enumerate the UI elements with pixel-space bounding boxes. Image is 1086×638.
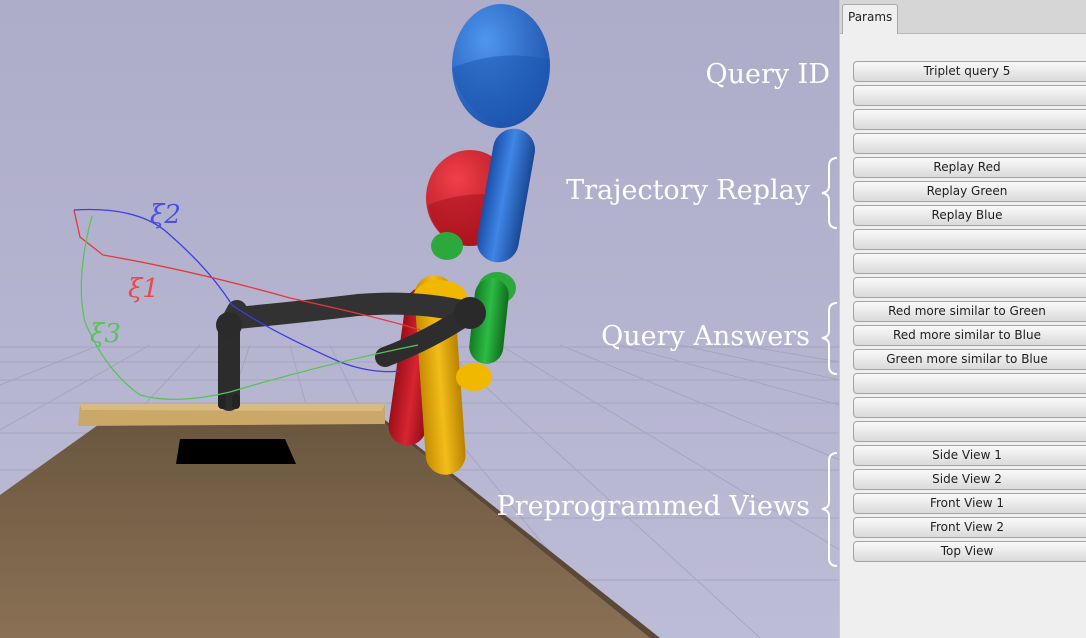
blank-button[interactable] bbox=[853, 85, 1086, 106]
front-view-2-button[interactable]: Front View 2 bbox=[853, 517, 1086, 538]
replay-red-button[interactable]: Replay Red bbox=[853, 157, 1086, 178]
human-shoulder-left bbox=[431, 232, 463, 260]
blank-button[interactable] bbox=[853, 109, 1086, 130]
human-upper-arm-right bbox=[476, 128, 535, 263]
table bbox=[0, 420, 660, 638]
blank-button[interactable] bbox=[853, 397, 1086, 418]
table-marker bbox=[176, 439, 296, 464]
side-view-2-button[interactable]: Side View 2 bbox=[853, 469, 1086, 490]
annotation-query-answers: Query Answers bbox=[601, 321, 810, 352]
tab-params[interactable]: Params bbox=[842, 4, 898, 34]
replay-blue-button[interactable]: Replay Blue bbox=[853, 205, 1086, 226]
replay-green-button[interactable]: Replay Green bbox=[853, 181, 1086, 202]
trajectory-red bbox=[73, 209, 421, 331]
green-similar-blue-button[interactable]: Green more similar to Blue bbox=[853, 349, 1086, 370]
query-id-button[interactable]: Triplet query 5 bbox=[853, 61, 1086, 82]
trajectory-label-xi-3: ξ3 bbox=[90, 319, 121, 349]
trajectory-green bbox=[80, 215, 419, 400]
front-view-1-button[interactable]: Front View 1 bbox=[853, 493, 1086, 514]
blank-button[interactable] bbox=[853, 373, 1086, 394]
trajectory-label-xi-2: ξ2 bbox=[150, 200, 181, 230]
annotation-query-id: Query ID bbox=[705, 59, 830, 90]
annotation-braces bbox=[821, 157, 838, 567]
trajectory-blue bbox=[73, 208, 401, 373]
shelf-plank bbox=[78, 404, 385, 426]
robot-arm bbox=[216, 292, 486, 411]
human-hand bbox=[456, 363, 492, 391]
blank-button[interactable] bbox=[853, 229, 1086, 250]
trajectory-label-xi-1: ξ1 bbox=[128, 274, 159, 304]
params-panel: Params Triplet query 5 Replay Red Replay… bbox=[839, 0, 1086, 638]
blank-button[interactable] bbox=[853, 277, 1086, 298]
human-forearm-green bbox=[469, 278, 509, 364]
top-view-button[interactable]: Top View bbox=[853, 541, 1086, 562]
panel-tab-bar: Params bbox=[840, 0, 1086, 34]
red-similar-green-button[interactable]: Red more similar to Green bbox=[853, 301, 1086, 322]
param-button-list: Triplet query 5 Replay Red Replay Green … bbox=[853, 61, 1086, 565]
blank-button[interactable] bbox=[853, 253, 1086, 274]
side-view-1-button[interactable]: Side View 1 bbox=[853, 445, 1086, 466]
red-similar-blue-button[interactable]: Red more similar to Blue bbox=[853, 325, 1086, 346]
blank-button[interactable] bbox=[853, 421, 1086, 442]
blank-button[interactable] bbox=[853, 133, 1086, 154]
annotation-preprogrammed-views: Preprogrammed Views bbox=[496, 491, 810, 522]
annotation-trajectory-replay: Trajectory Replay bbox=[566, 175, 810, 206]
